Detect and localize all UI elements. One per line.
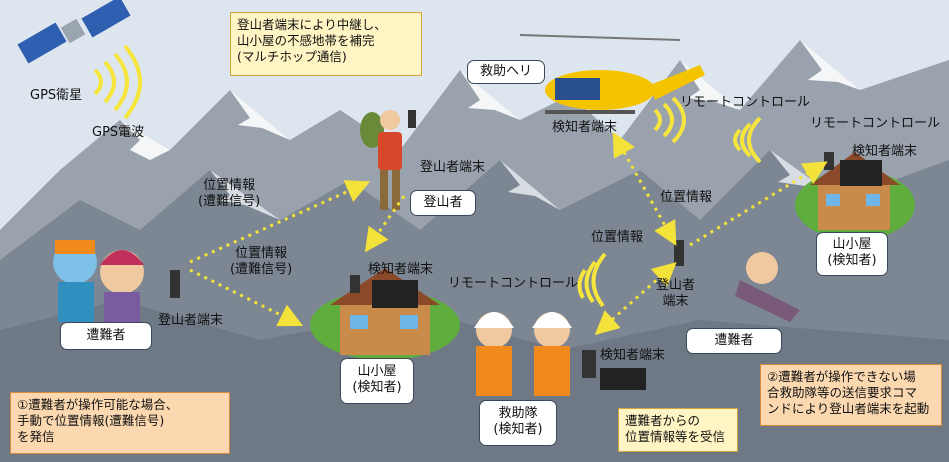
label-heli-detector: 検知者端末 [552, 120, 618, 135]
callout-remote-activate: ②遭難者が操作できない場 合救助隊等の送信要求コマ ンドにより登山者端末を起動 [760, 364, 942, 426]
label-position-info-4: 位置情報 [591, 230, 644, 245]
climber-figure [360, 110, 416, 210]
label-gps-wave: GPS電波 [92, 125, 145, 140]
label-rescue-heli: 救助ヘリ [467, 60, 545, 84]
helicopter-icon [519, 34, 705, 114]
signal-line [189, 268, 304, 327]
signal-line [594, 262, 677, 335]
hut-center-figure [310, 268, 460, 360]
label-victim-right: 遭難者 [686, 328, 782, 354]
hut-right-figure [795, 152, 915, 240]
label-rescue-team-detector: 検知者端末 [600, 348, 666, 363]
callout-manual-send: ①遭難者が操作可能な場合、 手動で位置情報(遭難信号) を発信 [10, 392, 230, 454]
label-hut-center-name: 山小屋 (検知者) [340, 358, 414, 404]
label-heli-remote: リモートコントロール [680, 95, 811, 110]
gps-wave-icon [93, 44, 142, 120]
label-hut-center-detector: 検知者端末 [368, 262, 434, 277]
label-climber: 登山者 [410, 190, 476, 216]
victim-right-figure [674, 240, 800, 322]
label-position-info-3: 位置情報 [660, 190, 713, 205]
callout-multihop: 登山者端末により中継し、 山小屋の不感地帯を補完 (マルチホップ通信) [230, 12, 422, 76]
label-rescue-team: 救助隊 (検知者) [479, 400, 557, 446]
label-position-info-2: 位置情報 (遭難信号) [230, 246, 293, 277]
label-victims-left-terminal: 登山者端末 [158, 313, 224, 328]
label-ground-terminal: 登山者 端末 [656, 278, 696, 309]
signal-line [689, 161, 828, 247]
label-climber-terminal-top: 登山者端末 [420, 160, 486, 175]
label-victims-left: 遭難者 [60, 322, 152, 350]
callout-receive: 遭難者からの 位置情報等を受信 [618, 408, 738, 452]
rescue-team-figures [474, 312, 646, 396]
victims-left-figures [53, 240, 180, 324]
label-remote-center: リモートコントロール [448, 276, 579, 291]
label-position-info-1: 位置情報 (遭難信号) [198, 178, 261, 209]
label-hut-right-remote: リモートコントロール [810, 116, 941, 131]
signal-line [364, 195, 406, 253]
label-hut-right-name: 山小屋 (検知者) [816, 232, 888, 276]
label-hut-right-detector: 検知者端末 [852, 144, 918, 159]
label-gps-satellite: GPS衛星 [30, 88, 83, 103]
signal-line [612, 131, 677, 246]
satellite-icon [17, 0, 131, 64]
